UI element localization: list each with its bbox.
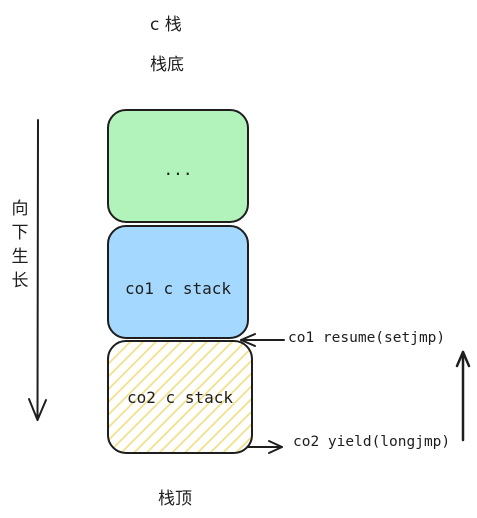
growth-direction-char: 向 bbox=[11, 199, 29, 219]
stack-block-upper-label: ... bbox=[163, 160, 193, 179]
stack-block-co1-label: co1 c stack bbox=[125, 279, 231, 298]
growth-direction-char: 生 bbox=[11, 247, 29, 267]
stack-block-co1 bbox=[107, 225, 249, 339]
stack-block-co2 bbox=[107, 340, 253, 454]
yield-annotation: co2 yield(longjmp) bbox=[293, 434, 451, 450]
resume-annotation: co1 resume(setjmp) bbox=[288, 330, 446, 346]
stack-top-label: 栈顶 bbox=[158, 489, 192, 509]
diagram-title: c 栈 bbox=[150, 15, 182, 35]
growth-direction-char: 长 bbox=[11, 271, 29, 291]
yield-return-arrow bbox=[455, 350, 471, 442]
growth-direction-arrow bbox=[28, 119, 47, 421]
stack-block-co2-label: co2 c stack bbox=[127, 388, 233, 407]
growth-direction-char: 下 bbox=[11, 223, 29, 243]
resume-pointer-arrow bbox=[240, 333, 285, 347]
stack-block-upper bbox=[107, 109, 249, 223]
yield-pointer-arrow bbox=[247, 440, 283, 454]
stack-bottom-label: 栈底 bbox=[150, 55, 184, 75]
